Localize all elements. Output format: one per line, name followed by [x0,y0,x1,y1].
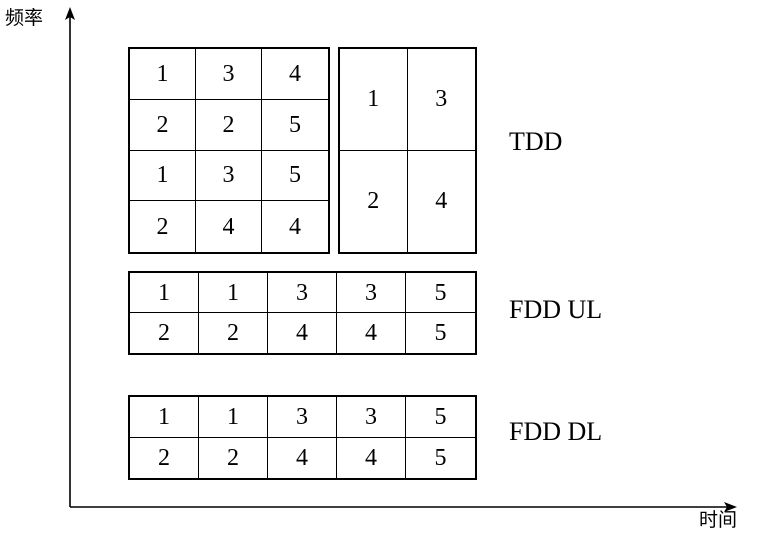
label-tdd: TDD [509,127,563,156]
grid-cell: 1 [130,49,196,100]
grid-cell: 5 [262,100,328,151]
grid-cell: 2 [130,313,199,353]
grid-cell: 4 [337,313,406,353]
grid-cell: 3 [268,397,337,438]
grid-cell: 2 [130,201,196,252]
label-fdd-ul: FDD UL [509,295,603,324]
grid-cell: 5 [262,151,328,202]
grid-cell: 5 [434,444,447,471]
x-axis-label: 时间 [699,509,738,531]
grid-cell: 1 [199,273,268,313]
label-fdd-dl: FDD DL [509,417,603,446]
grid-cell: 1 [130,273,199,313]
x-axis-arrowhead [724,502,737,512]
grid-cell: 3 [196,150,262,202]
y-axis-arrowhead [65,7,75,20]
grid-cell: 1 [340,49,408,151]
grid-cell: 5 [434,320,447,346]
grid-cell: 4 [268,437,337,478]
grid-cell: 3 [268,273,337,313]
grid-cell: 4 [289,213,301,240]
grid-cell: 1 [199,397,268,438]
grid-cell: 3 [337,273,406,313]
grid-cell: 2 [199,313,268,353]
grid-cell: 5 [406,397,475,438]
grid-cell: 1 [130,150,196,202]
grid-cell: 1 [130,397,199,438]
grid-cell: 4 [262,49,328,100]
fdd-ul-grid: 1 1 3 3 5 2 2 4 4 5 [128,271,477,355]
grid-cell: 4 [337,437,406,478]
grid-cell: 2 [196,99,262,151]
grid-cell: 4 [268,313,337,353]
grid-cell: 2 [130,99,196,151]
fdd-dl-grid: 1 1 3 3 5 2 2 4 4 5 [128,395,477,480]
tdd-left-grid: 1 3 4 2 2 5 1 3 5 2 4 4 [128,47,330,254]
grid-cell: 5 [406,273,475,313]
grid-cell: 2 [199,437,268,478]
grid-cell: 4 [435,188,448,215]
grid-cell: 2 [130,437,199,478]
grid-cell: 3 [337,397,406,438]
grid-cell: 4 [196,201,262,252]
y-axis-label: 频率 [5,7,44,29]
grid-cell: 3 [407,49,475,151]
grid-cell: 2 [340,150,408,252]
grid-cell: 3 [196,49,262,100]
tdd-right-grid: 1 3 2 4 [338,47,477,254]
